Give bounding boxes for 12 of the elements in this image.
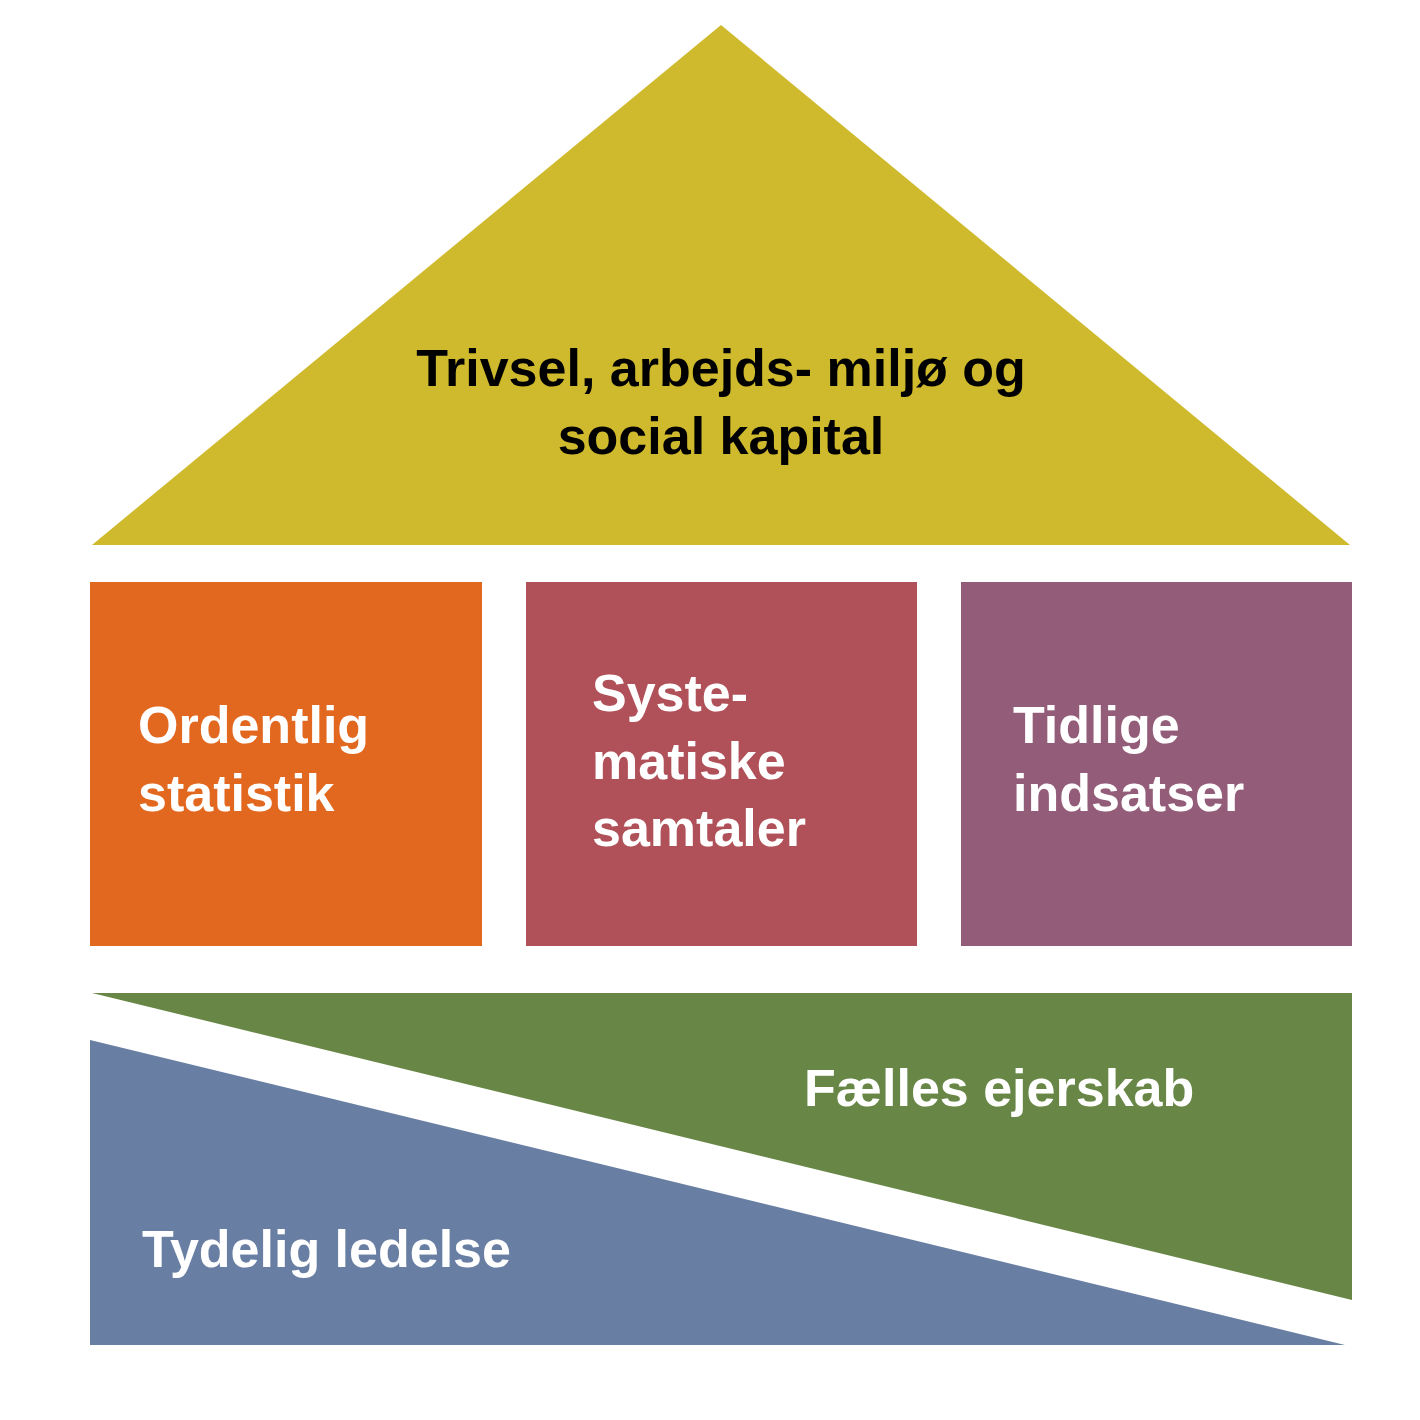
foundation-wedge — [92, 993, 1352, 1300]
node-label: Fælles ejerskab — [804, 1058, 1196, 1119]
pillar-box — [961, 582, 1352, 946]
node-label: Syste- matiske samtaler — [592, 663, 807, 860]
node-label: Trivsel, arbejds- miljø og social kapital — [415, 338, 1027, 467]
foundation-wedge — [90, 1040, 1345, 1345]
roof-triangle — [92, 25, 1350, 545]
node-label: Tidlige indsatser — [1013, 695, 1246, 824]
node-label: Ordentlig statistik — [138, 695, 371, 824]
node-label: Tydelig ledelse — [142, 1219, 512, 1280]
pillar-box — [90, 582, 482, 946]
pillar-box — [526, 582, 917, 946]
